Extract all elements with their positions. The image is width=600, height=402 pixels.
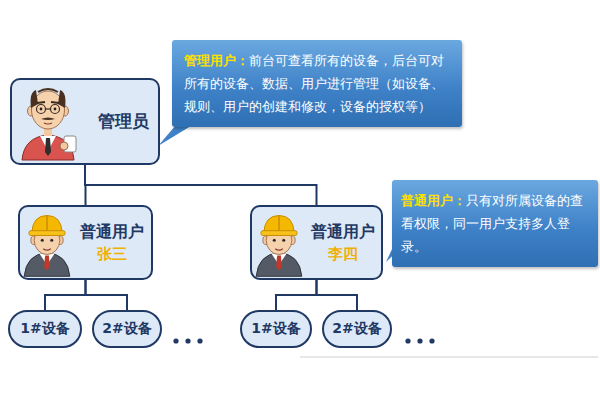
admin-hair <box>58 90 65 108</box>
box-fill <box>323 311 391 347</box>
callout-heading: 普通用户： <box>401 193 466 208</box>
node-label: 李四 <box>328 243 358 265</box>
tree-connector <box>85 165 317 205</box>
admin-glasses <box>37 105 46 114</box>
node-label: 普通用户 <box>80 221 144 243</box>
tree-connector <box>317 280 358 310</box>
device-pill: 2#设备 <box>92 310 162 348</box>
callout-box: 普通用户：只有对所属设备的查看权限，同一用户支持多人登录。 <box>392 180 598 267</box>
node-label: 管理员 <box>98 110 149 133</box>
admin-hair <box>38 89 58 92</box>
device-pill: 2#设备 <box>322 310 392 348</box>
ellipsis-dot <box>197 338 202 343</box>
callout-box: 管理用户：前台可查看所有的设备，后台可对所有的设备、数据、用户进行管理（如设备、… <box>172 40 462 127</box>
user-box: 普通用户张三 <box>18 205 153 280</box>
user-box: 普通用户李四 <box>250 205 383 280</box>
ellipsis-dot <box>185 338 190 343</box>
admin-eye <box>54 108 57 111</box>
box-fill <box>93 311 161 347</box>
admin-icon <box>22 89 76 160</box>
node-label: 2#设备 <box>102 320 151 338</box>
device-pill: 1#设备 <box>240 310 312 348</box>
callout-heading: 管理用户： <box>184 53 249 68</box>
base-rule <box>300 357 598 358</box>
admin-brows <box>37 102 59 103</box>
node-label: 张三 <box>97 243 127 265</box>
ellipsis-dot <box>429 338 434 343</box>
box-fill <box>19 206 152 279</box>
ellipsis-dot <box>405 338 410 343</box>
admin-hair <box>31 90 38 108</box>
admin-face <box>32 91 65 129</box>
admin-tie <box>45 138 51 156</box>
admin-box: 管理员 <box>10 78 160 165</box>
ellipsis-dot <box>173 338 178 343</box>
tree-connector <box>86 280 128 310</box>
node-label: 2#设备 <box>332 320 381 338</box>
ellipsis-dot <box>417 338 422 343</box>
admin-mustache <box>41 118 55 121</box>
node-label: 1#设备 <box>20 320 69 338</box>
device-pill: 1#设备 <box>8 310 82 348</box>
box-fill <box>251 206 382 279</box>
node-label: 普通用户 <box>311 221 375 243</box>
node-label: 1#设备 <box>251 320 300 338</box>
admin-glasses <box>46 108 51 109</box>
box-fill <box>11 79 159 164</box>
box-fill <box>9 311 81 347</box>
ellipsis-dots <box>173 338 434 343</box>
admin-hand <box>60 142 68 150</box>
admin-eye <box>40 108 43 111</box>
tree-connector <box>276 280 317 310</box>
admin-mouth <box>44 123 52 124</box>
worker-icon <box>256 216 302 277</box>
worker-icon <box>24 216 70 277</box>
box-fill <box>241 311 311 347</box>
admin-glasses <box>51 105 60 114</box>
tree-connector <box>45 280 86 310</box>
